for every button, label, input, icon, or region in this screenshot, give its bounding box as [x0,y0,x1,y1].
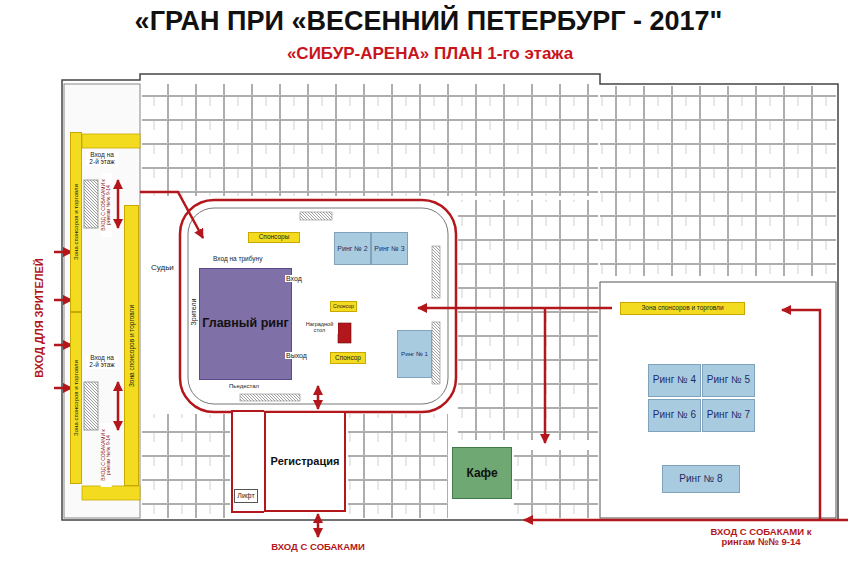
sponsor-box: Спонсор [330,301,357,312]
route-arrow [117,382,120,430]
route-arrow [418,307,612,310]
entry-label: ВХОД ДЛЯ ЗРИТЕЛЕЙ [34,257,46,379]
lift-box: Лифт [234,489,258,503]
room-outline [232,411,264,512]
rooms-area [600,86,836,276]
node-text: Ринг № 4 [653,375,696,386]
node-text: Спонсор [333,304,354,310]
registration-room: Регистрация [264,411,346,512]
node-text: Ринг № 2 [337,245,367,252]
entry-label: ВХОД С СОБАКАМИ [270,542,366,552]
staircase [84,180,98,228]
area-label: Зрители [190,298,197,327]
rooms-area [142,414,230,518]
node-text: Ринг № 6 [653,410,696,421]
main-ring: Главный ринг [199,268,292,380]
trade-zone-bar [82,486,140,500]
rooms-area [142,84,598,196]
ring-box: Ринг № 5 [702,364,755,397]
node-text: Ринг № 1 [401,351,428,358]
node-text: Ринг № 3 [374,245,404,252]
ring-box: Ринг № 3 [371,232,408,265]
stand [300,212,332,220]
entry-note: ВХОД С СОБАКАМИ к рингам №№ 9-14 [101,173,112,237]
node-text: Ринг № 8 [679,474,722,485]
ring-box: Ринг № 8 [662,465,740,493]
vertical-text: Зона спонсоров и торговли [73,184,79,260]
vertical-text: Зона спонсоров и торговли [73,360,79,436]
sponsor-band: Спонсоры [248,232,300,243]
node-text: Спонсоры [259,234,290,241]
ring-box: Ринг № 1 [397,330,432,378]
rooms-area [458,200,598,440]
entry-note: ВХОД С СОБАКАМИ к рингам №№ 9-14 [101,423,112,487]
ring-box: Ринг № 2 [334,232,371,265]
stand [432,246,440,298]
arena-outline [180,200,456,412]
node-text: Регистрация [271,456,340,468]
area-label: Пьедестал [228,383,260,389]
node-text: Спонсор [335,355,361,362]
node-text: Зона спонсоров и торговли [641,305,723,312]
route-arrow [317,386,320,409]
sponsor-box: Спонсор [330,352,366,364]
registration-room [232,411,346,512]
stair-label: Вход на 2-й этаж [86,152,118,166]
route-arrow [317,514,320,537]
trade-zone-bar [82,134,140,148]
door-label: Вход [285,275,303,282]
trade-zone-band: Зона спонсоров и торговли [620,302,745,315]
route-arrow [140,192,203,238]
node-text: Лифт [237,492,254,499]
route-arrow [782,310,820,520]
ring-box: Ринг № 7 [702,399,755,432]
ring-box: Ринг № 4 [648,364,701,397]
building-outline [62,74,838,520]
node-text: Главный ринг [202,317,289,330]
rooms-area [348,414,448,518]
trade-zone-band: Зона спонсоров и торговли [70,132,82,312]
route-arrow [544,308,547,443]
door-label: Выход [285,352,308,359]
rooms-area [514,450,598,518]
lobby [64,84,140,518]
route-arrows [54,180,848,537]
node-text: Ринг № 5 [707,375,750,386]
hall [600,282,836,518]
cafe-box: Кафе [452,447,512,499]
entry-label: ВХОД С СОБАКАМИ к рингам №№ 9-14 [705,527,817,547]
staircase [84,382,98,430]
node-text: Кафе [466,467,497,480]
trade-zone-band: Зона спонсоров и торговли [70,312,82,484]
subtitle: «СИБУР-АРЕНА» ПЛАН 1-го этажа [286,45,574,63]
stand [240,394,300,401]
arena-floor [188,208,448,404]
vertical-text: Зона спонсоров и торговли [128,304,135,386]
route-arrow [117,180,120,228]
ring-box: Ринг № 6 [648,399,701,432]
stair-label: Вход на 2-й этаж [86,355,118,369]
door-label: Вход на трибуну [212,256,263,263]
trade-zone-band: Зона спонсоров и торговли [124,205,139,486]
node-text: Ринг № 7 [707,410,750,421]
stand [432,322,440,384]
area-label: Судьи [150,264,175,272]
title: «ГРАН ПРИ «ВЕСЕННИЙ ПЕТЕРБУРГ - 2017" [0,6,857,37]
table-label: Наградной стол [301,322,338,334]
route-arrow [524,519,848,522]
award-table [338,323,351,343]
